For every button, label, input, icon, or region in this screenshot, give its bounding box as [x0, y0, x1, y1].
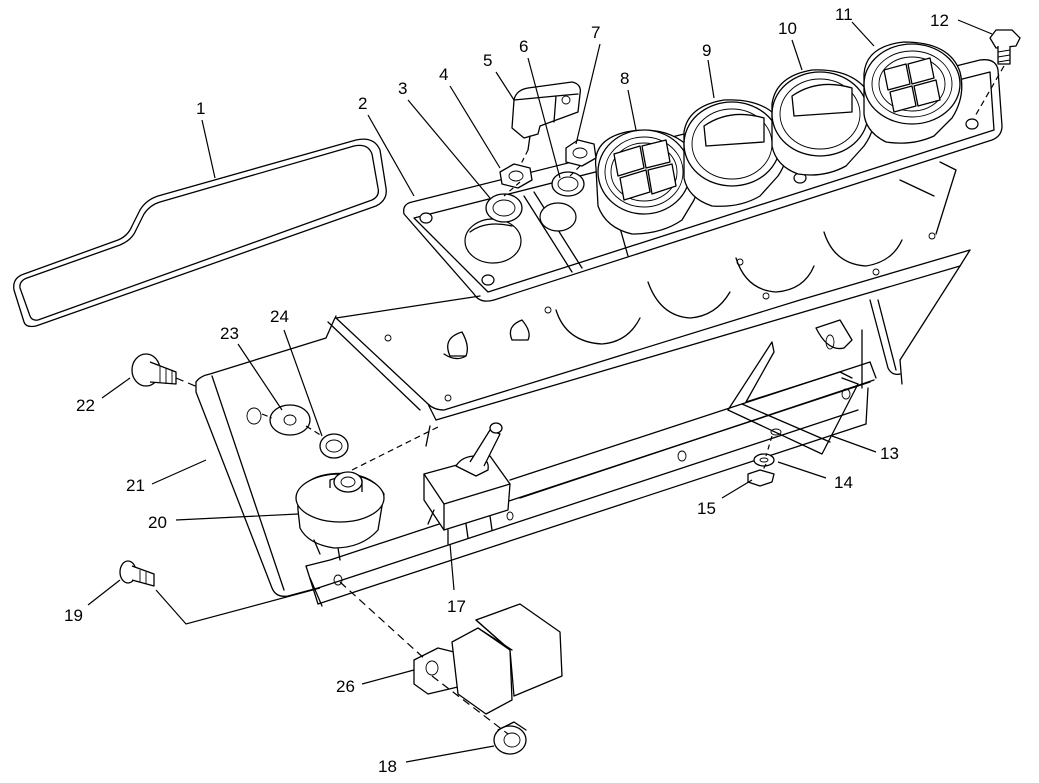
callout-10: 10: [778, 19, 797, 38]
callout-15: 15: [697, 499, 716, 518]
panel-part-21: [195, 161, 971, 607]
lock-washer-part-24: [319, 433, 349, 459]
screw-part-22: [131, 353, 177, 387]
callout-20: 20: [148, 513, 167, 532]
callout-9: 9: [702, 41, 711, 60]
indicator-part-11: [863, 41, 963, 144]
callout-22: 22: [76, 396, 95, 415]
rotary-switch-part-20: [295, 471, 385, 561]
callout-4: 4: [439, 65, 448, 84]
nut-part-4: [499, 163, 533, 189]
gauge-part-9: [683, 99, 789, 207]
callout-6: 6: [519, 37, 528, 56]
callout-7: 7: [591, 23, 600, 42]
lock-washer-part-3: [485, 193, 523, 223]
callout-labels: 1 2 3 4 5 6 7 8 9 10 11 12 13 14 15 17 1…: [64, 5, 949, 776]
washer-part-14: [753, 453, 775, 467]
nut-part-7: [565, 139, 597, 167]
screw-part-12: [973, 29, 1021, 119]
callout-23: 23: [220, 324, 239, 343]
callout-5: 5: [483, 51, 492, 70]
hour-meter-part-8: [594, 129, 701, 235]
leader-lines: [87, 19, 993, 763]
gauge-plate-part-2: [403, 59, 1003, 302]
assembly-lines: [155, 149, 773, 735]
bracket-part-13: [727, 341, 859, 455]
callout-8: 8: [620, 69, 629, 88]
callout-13: 13: [880, 444, 899, 463]
callout-2: 2: [358, 94, 367, 113]
relay-part-26: [413, 603, 563, 715]
washer-part-23: [246, 404, 311, 436]
callout-26: 26: [336, 677, 355, 696]
callout-24: 24: [270, 307, 289, 326]
callout-3: 3: [398, 79, 407, 98]
callout-12: 12: [930, 11, 949, 30]
callout-18: 18: [378, 757, 397, 776]
callout-11: 11: [835, 5, 853, 24]
lock-washer-part-6: [551, 171, 585, 197]
callout-17: 17: [447, 597, 466, 616]
callout-19: 19: [64, 606, 83, 625]
callout-14: 14: [834, 473, 853, 492]
toggle-switch-part-17: [423, 422, 511, 545]
screw-part-19: [119, 560, 155, 587]
callout-1: 1: [196, 99, 205, 118]
callout-21: 21: [126, 476, 145, 495]
cap-part-5: [511, 81, 581, 151]
nut-part-18: [493, 721, 527, 755]
nut-part-15: [747, 469, 775, 487]
decal-part-1: [13, 138, 387, 328]
gauge-part-10: [771, 69, 876, 176]
